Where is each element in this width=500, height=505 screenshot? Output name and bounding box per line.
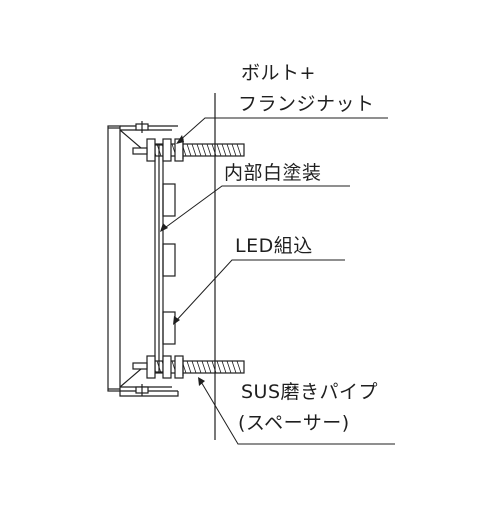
bottom-screw <box>132 362 149 396</box>
label-led: LED組込 <box>235 235 313 257</box>
top-bolt-assembly <box>146 138 245 162</box>
bottom-bolt-assembly <box>146 355 245 379</box>
bottom-bracket <box>119 391 179 397</box>
leader-lines <box>161 117 395 445</box>
top-screw <box>132 121 149 155</box>
inner-panel <box>154 144 164 373</box>
leader-arrows <box>160 135 205 386</box>
label-bolt-line1: ボルト+ <box>241 62 316 84</box>
label-bolt-line2: フランジナット <box>238 93 375 115</box>
label-interior-paint: 内部白塗装 <box>224 162 322 184</box>
label-pipe-line2: (スペーサー) <box>238 412 350 434</box>
label-pipe-line1: SUS磨きパイプ <box>241 381 379 403</box>
sign-box <box>107 125 178 392</box>
led-modules <box>162 183 176 345</box>
